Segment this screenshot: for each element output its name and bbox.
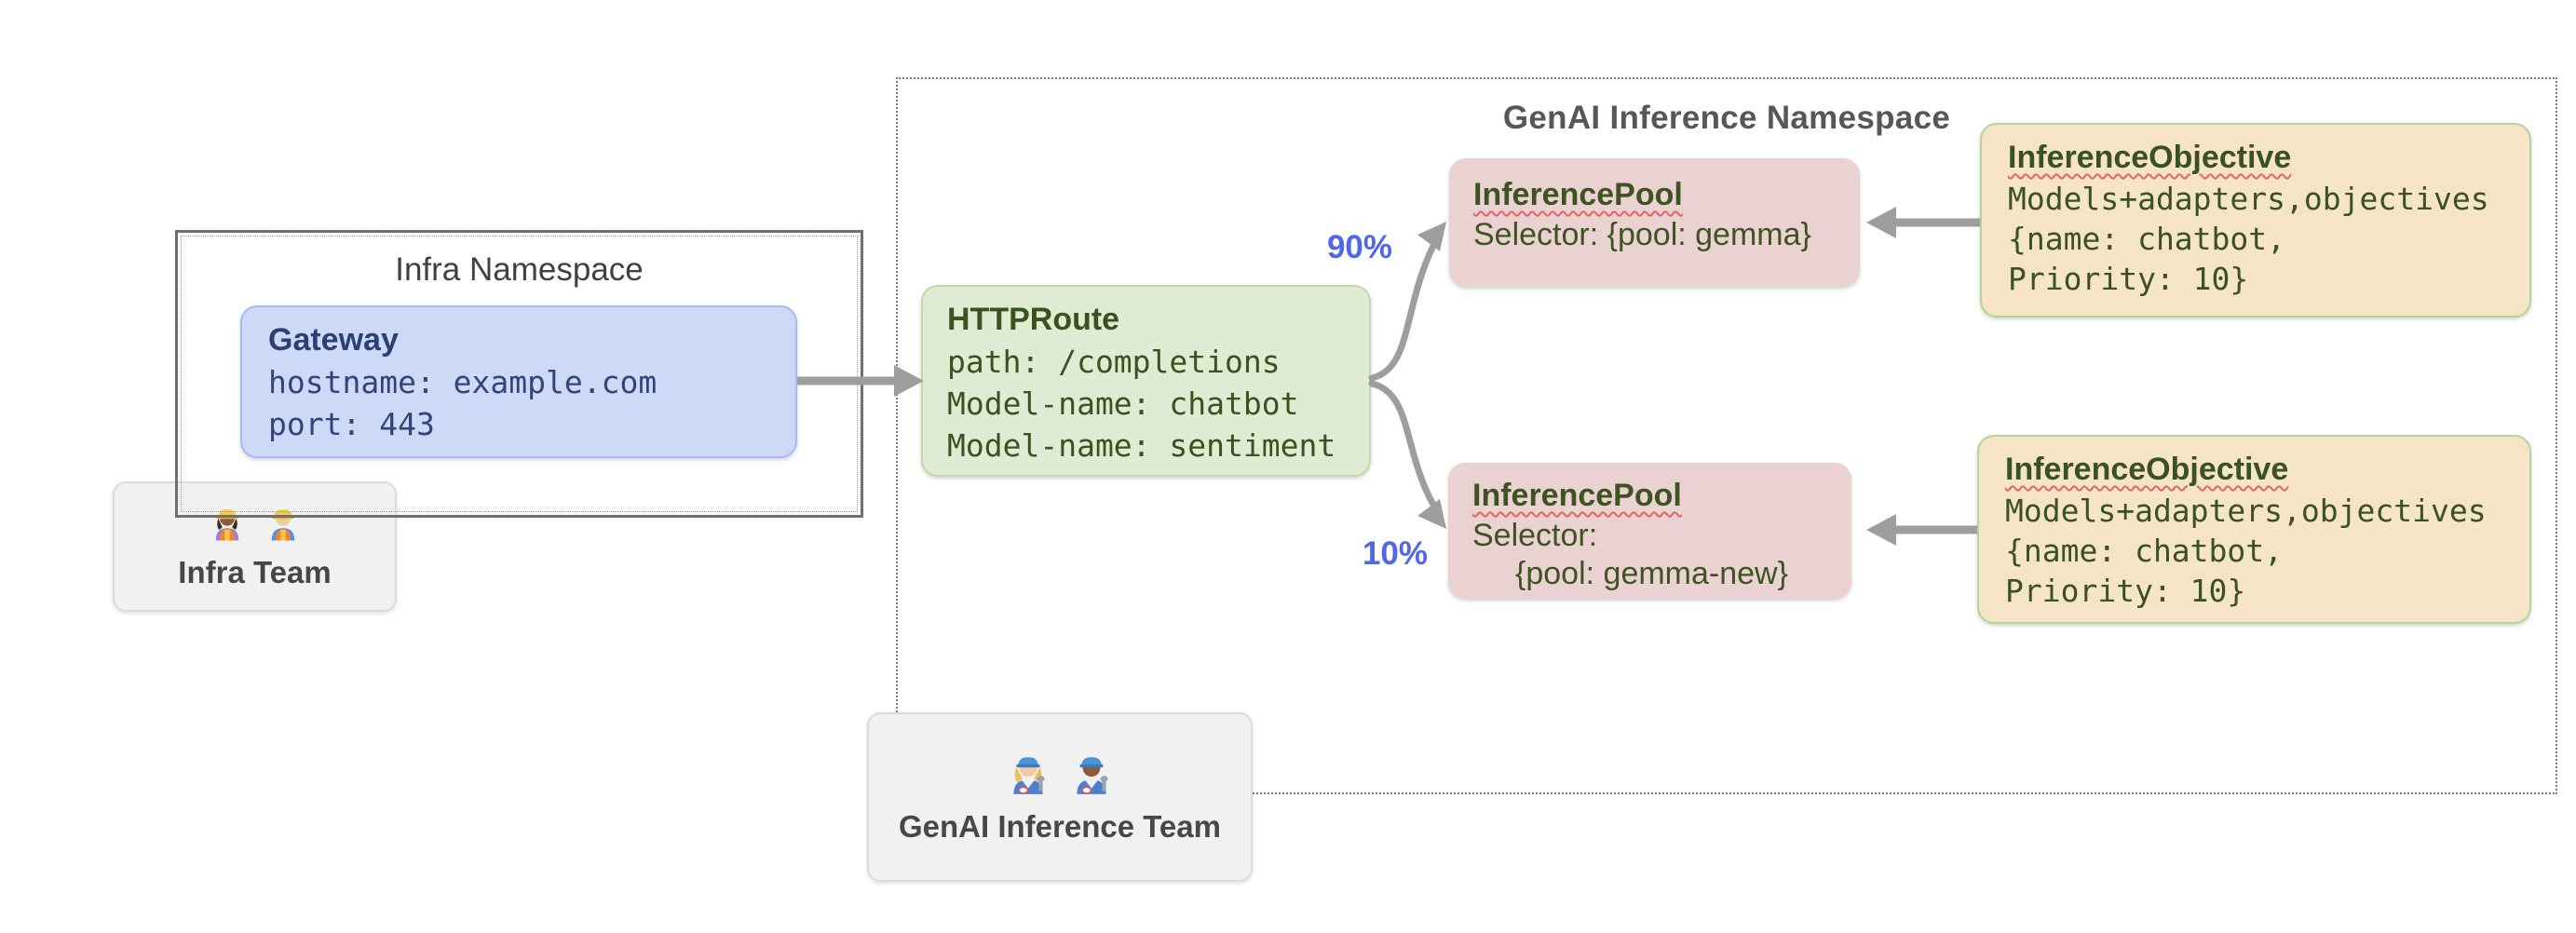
construction-worker-man-icon [264, 504, 303, 548]
traffic-weight-90: 90% [1326, 229, 1393, 265]
inference-objective-name: {name: chatbot, [2008, 221, 2286, 257]
mechanic-man-icon [1068, 750, 1115, 802]
genai-inference-team-card: GenAI Inference Team [867, 712, 1253, 882]
inference-objective-models: Models+adapters,objectives [2005, 493, 2487, 529]
inference-objective-priority: Priority: 10} [2005, 573, 2246, 609]
inference-pool-selector: Selector: [1472, 518, 1598, 553]
gateway-hostname: hostname: example.com [268, 364, 658, 400]
traffic-weight-10: 10% [1362, 535, 1429, 572]
httproute-card: HTTPRoute path: /completions Model-name:… [921, 285, 1371, 477]
inference-objective-priority: Priority: 10} [2008, 261, 2249, 297]
inference-objective-title: InferenceObjective [2008, 140, 2292, 175]
gateway-port: port: 443 [268, 406, 435, 442]
inference-pool-title: InferencePool [1473, 177, 1683, 212]
inference-objective-models: Models+adapters,objectives [2008, 181, 2489, 217]
inference-objective-top-card: InferenceObjective Models+adapters,objec… [1980, 123, 2531, 318]
infra-namespace-box: Infra Namespace [175, 230, 863, 518]
infra-namespace-title: Infra Namespace [395, 251, 644, 288]
gateway-title: Gateway [268, 322, 399, 358]
inference-objective-name: {name: chatbot, [2005, 533, 2284, 569]
infra-team-label: Infra Team [178, 554, 332, 589]
inference-pool-gemma-card: InferencePool Selector: {pool: gemma} [1449, 158, 1860, 287]
inference-objective-bottom-card: InferenceObjective Models+adapters,objec… [1977, 435, 2531, 624]
httproute-title: HTTPRoute [947, 302, 1120, 337]
httproute-model-sentiment: Model-name: sentiment [947, 427, 1336, 464]
mechanic-woman-icon [1005, 750, 1051, 802]
inference-objective-title: InferenceObjective [2005, 452, 2289, 487]
inference-pool-selector-value: {pool: gemma-new} [1515, 556, 1788, 591]
gateway-card: Gateway hostname: example.com port: 443 [240, 305, 797, 458]
httproute-model-chatbot: Model-name: chatbot [947, 385, 1299, 422]
genai-inference-namespace-title: GenAI Inference Namespace [1502, 100, 1951, 136]
genai-team-icons [1005, 750, 1115, 802]
inference-pool-title: InferencePool [1472, 478, 1682, 513]
inference-pool-gemma-new-card: InferencePool Selector: {pool: gemma-new… [1448, 463, 1851, 599]
genai-inference-namespace-box: GenAI Inference Namespace [896, 77, 2557, 794]
genai-team-label: GenAI Inference Team [898, 808, 1221, 844]
httproute-path: path: /completions [947, 344, 1281, 380]
inference-pool-selector: Selector: {pool: gemma} [1473, 217, 1811, 252]
